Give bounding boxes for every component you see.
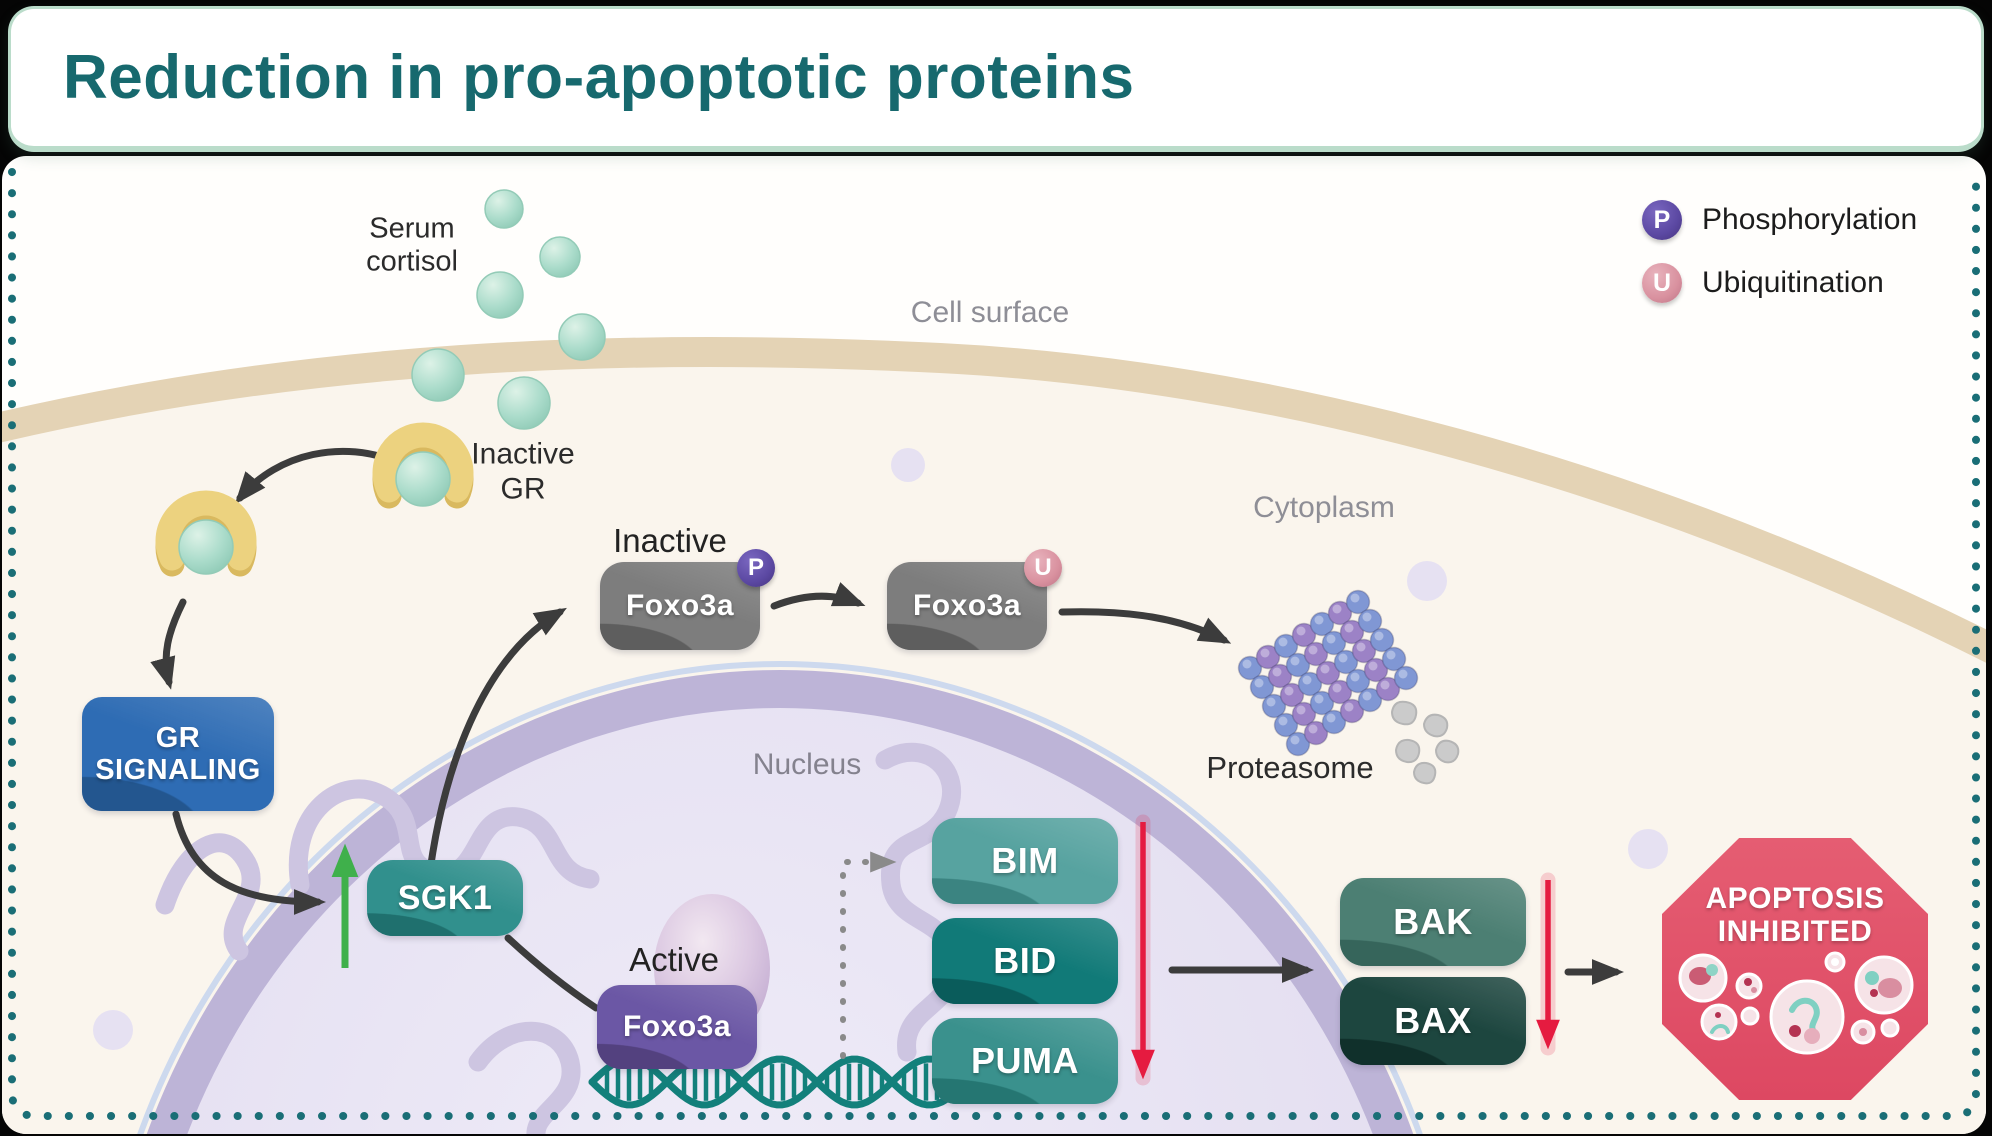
arrow-foxo3a-to-proteasome	[1058, 608, 1232, 644]
red-decrease-arrows	[1131, 814, 1560, 1086]
bid-box: BID	[932, 918, 1118, 1004]
bak-box: BAK	[1340, 878, 1526, 966]
diagram-panel: P Phosphorylation U Ubiquitination Serum…	[2, 156, 1986, 1134]
cell-membrane	[2, 336, 1986, 672]
page-title: Reduction in pro-apoptotic proteins	[63, 43, 1135, 112]
cell-surface-label: Cell surface	[910, 296, 1070, 329]
foxo3a-phospho-box: Foxo3a P	[600, 549, 775, 650]
cortisol-molecules	[178, 189, 606, 575]
legend: P Phosphorylation U Ubiquitination	[1642, 200, 1917, 326]
foxo3a-ubiquitinated-box: Foxo3a U	[887, 549, 1062, 650]
inactive-gr-label: Inactive GR	[471, 437, 575, 506]
vesicles	[93, 448, 1668, 1050]
bim-box: BIM	[932, 818, 1118, 904]
title-card: Reduction in pro-apoptotic proteins	[8, 6, 1984, 152]
panel-dotted-border	[8, 168, 1980, 1120]
dna-helix	[588, 1055, 966, 1109]
sgk1-box: SGK1	[367, 860, 523, 936]
nucleus-label: Nucleus	[752, 748, 862, 781]
legend-item-phosphorylation: P Phosphorylation	[1642, 200, 1917, 240]
phospho-badge: P	[737, 549, 775, 587]
foxo3a-active-box: Foxo3a	[597, 985, 757, 1069]
legend-label: Ubiquitination	[1702, 266, 1884, 299]
arrow-foxo3a-p-to-u	[770, 582, 866, 610]
gr-receptors	[155, 422, 474, 577]
bax-box: BAX	[1340, 977, 1526, 1065]
serum-cortisol-label: Serum cortisol	[366, 212, 458, 278]
legend-label: Phosphorylation	[1702, 203, 1918, 236]
arrow-receptor-to-grbox	[150, 598, 187, 690]
ubiquitin-badge: U	[1024, 549, 1062, 587]
proteasome-cluster	[1237, 589, 1419, 757]
inactive-label: Inactive	[613, 522, 727, 559]
puma-box: PUMA	[932, 1018, 1118, 1104]
legend-item-ubiquitination: U Ubiquitination	[1642, 263, 1917, 303]
proteasome-label: Proteasome	[1206, 750, 1374, 785]
apoptotic-cells-art	[1678, 951, 1914, 1055]
arrow-grbox-to-sgk1	[172, 810, 327, 915]
phosphorylation-icon: P	[1642, 200, 1682, 240]
apoptosis-inhibited-sign: APOPTOSIS INHIBITED	[1662, 838, 1928, 1100]
line-activefoxo3a-to-sgk1	[504, 934, 600, 1012]
protein-fragments	[1390, 700, 1460, 785]
cytoplasm-label: Cytoplasm	[1253, 491, 1395, 524]
arrow-sgk1-to-inactivefoxo3a	[424, 607, 567, 890]
apoptosis-inhibited-text: APOPTOSIS INHIBITED	[1705, 882, 1885, 948]
gr-signaling-box: GR SIGNALING	[82, 697, 274, 811]
active-label: Active	[629, 941, 719, 978]
ubiquitination-icon: U	[1642, 263, 1682, 303]
